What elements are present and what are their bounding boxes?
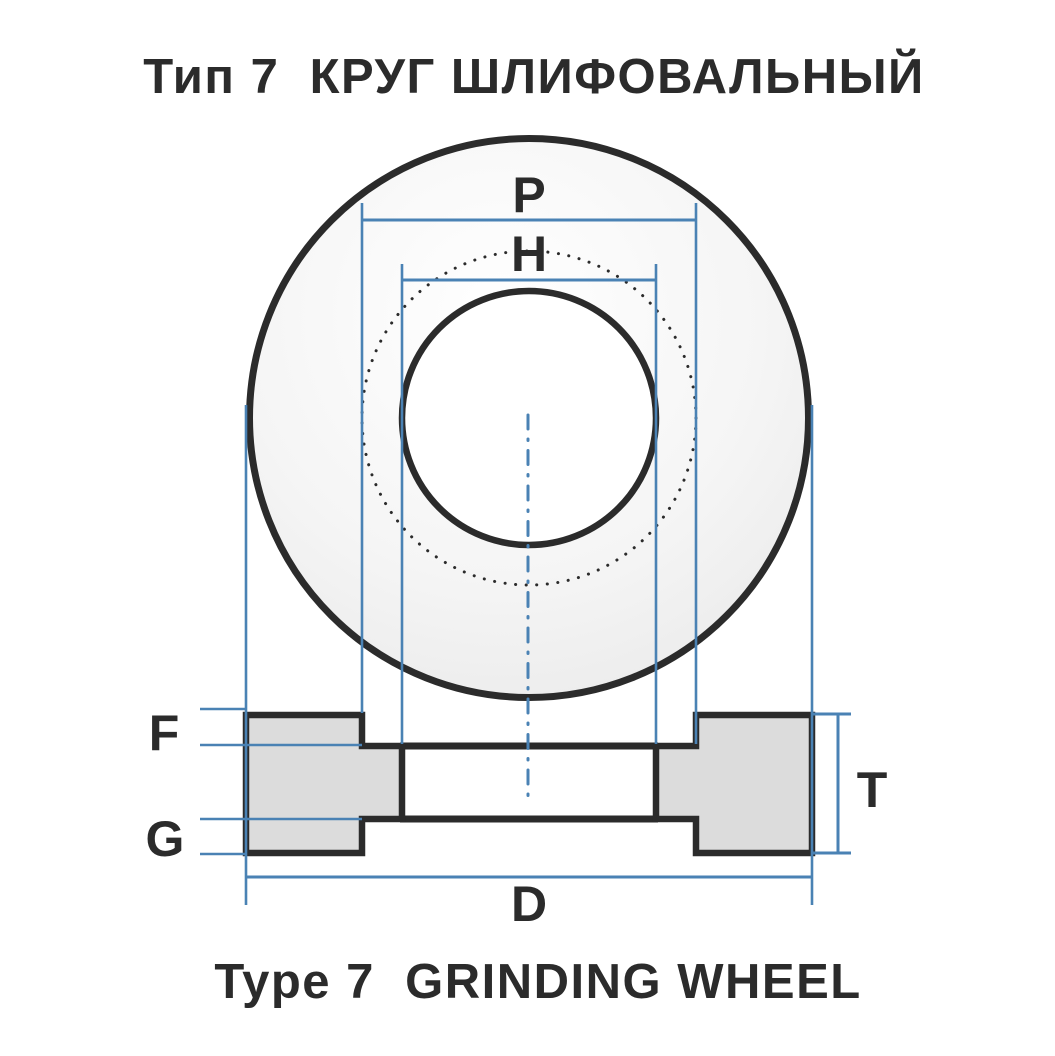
- dimension-lines: [200, 203, 851, 905]
- label-t: T: [857, 762, 888, 818]
- label-p: P: [512, 167, 545, 223]
- section-right-half: [652, 711, 816, 857]
- label-f: F: [149, 705, 180, 761]
- label-d: D: [511, 876, 547, 932]
- wheel-section-view: [242, 711, 816, 857]
- label-h: H: [511, 226, 547, 282]
- title-english: Type 7 GRINDING WHEEL: [214, 955, 861, 1009]
- title-russian: Тип 7 КРУГ ШЛИФОВАЛЬНЫЙ: [143, 49, 925, 104]
- label-g: G: [146, 811, 185, 867]
- section-left-half: [242, 711, 406, 857]
